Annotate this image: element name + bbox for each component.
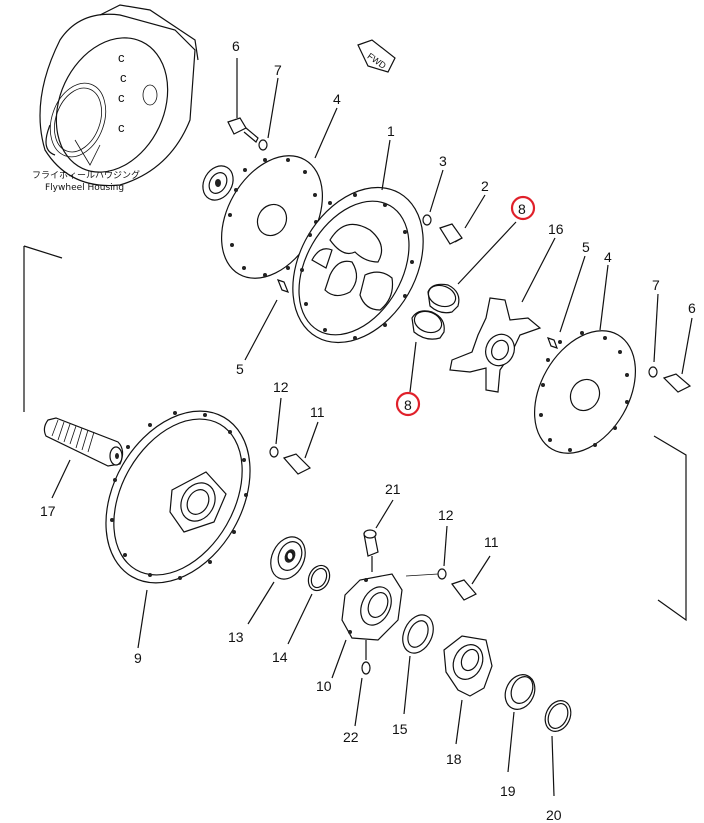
label-part-20: 20 bbox=[546, 807, 562, 823]
label-part-15: 15 bbox=[392, 721, 408, 737]
washer-3 bbox=[422, 169, 444, 226]
label-part-21: 21 bbox=[385, 481, 401, 497]
bolt-11-lower bbox=[451, 555, 491, 601]
highlight-part-8-lower bbox=[395, 391, 421, 417]
svg-text:c: c bbox=[120, 70, 127, 85]
spider-coupling-16 bbox=[449, 297, 542, 393]
bolt-2 bbox=[439, 194, 486, 245]
label-part-5-left: 5 bbox=[236, 361, 244, 377]
label-part-10: 10 bbox=[316, 678, 332, 694]
label-part-17: 17 bbox=[40, 503, 56, 519]
flywheel-housing: c c c c bbox=[39, 4, 199, 187]
bushing-8-lower bbox=[411, 310, 445, 340]
label-part-7-right: 7 bbox=[652, 277, 660, 293]
label-part-6-right: 6 bbox=[688, 300, 696, 316]
label-part-12-mid: 12 bbox=[273, 379, 289, 395]
bearing-13 bbox=[270, 536, 306, 580]
housing-label-jp: フライホィールハウジング bbox=[32, 169, 140, 181]
washer-12-mid bbox=[269, 397, 282, 458]
label-part-4-right: 4 bbox=[604, 249, 612, 265]
label-part-11-mid: 11 bbox=[310, 404, 325, 420]
bearing-housing-10 bbox=[341, 573, 403, 641]
label-part-13: 13 bbox=[228, 629, 244, 645]
label-part-4-upper: 4 bbox=[333, 91, 341, 107]
coupling-flange-18 bbox=[443, 635, 493, 697]
label-part-9: 9 bbox=[134, 650, 142, 666]
cap-19 bbox=[504, 674, 536, 710]
label-part-16: 16 bbox=[548, 221, 564, 237]
washer-12-lower bbox=[405, 525, 448, 580]
bushing-8-upper bbox=[427, 283, 460, 314]
bolt-11-mid bbox=[282, 421, 319, 475]
snap-ring-14 bbox=[307, 564, 331, 592]
drain-plug-22 bbox=[354, 640, 371, 727]
snap-ring-20 bbox=[544, 700, 572, 732]
washer-7-right bbox=[648, 293, 659, 378]
oil-seal-15 bbox=[402, 614, 434, 654]
bearing-upper-left bbox=[202, 165, 234, 201]
label-part-1: 1 bbox=[387, 123, 395, 139]
svg-text:c: c bbox=[118, 120, 125, 135]
svg-text:c: c bbox=[118, 50, 125, 65]
label-part-5-right: 5 bbox=[582, 239, 590, 255]
label-part-6-upper: 6 bbox=[232, 38, 240, 54]
pin-5-right bbox=[546, 255, 586, 349]
highlight-part-8-upper bbox=[510, 195, 536, 221]
label-part-11-lower: 11 bbox=[484, 534, 499, 550]
input-shaft-17 bbox=[43, 417, 124, 467]
label-part-3: 3 bbox=[439, 153, 447, 169]
housing-label-en: Flywheel Housing bbox=[45, 183, 124, 193]
label-part-22: 22 bbox=[343, 729, 359, 745]
label-part-2: 2 bbox=[481, 178, 489, 194]
label-part-8-upper: 8 bbox=[518, 201, 526, 217]
flexible-plate-right bbox=[533, 330, 637, 454]
label-part-8-lower: 8 bbox=[404, 397, 412, 413]
label-part-19: 19 bbox=[500, 783, 516, 799]
label-part-18: 18 bbox=[446, 751, 462, 767]
bolt-6-right bbox=[662, 317, 693, 393]
bolt-6-upper bbox=[227, 58, 259, 143]
label-part-7-upper: 7 bbox=[274, 62, 282, 78]
label-part-14: 14 bbox=[272, 649, 288, 665]
breather-21 bbox=[363, 499, 394, 572]
washer-7-upper bbox=[258, 77, 279, 151]
coupling-plate-1 bbox=[292, 186, 424, 344]
svg-text:c: c bbox=[118, 90, 125, 105]
pin-5-left bbox=[244, 279, 290, 361]
flange-housing-9 bbox=[105, 410, 251, 584]
fwd-arrow-icon: FWD bbox=[357, 39, 396, 73]
label-part-12-lower: 12 bbox=[438, 507, 454, 523]
